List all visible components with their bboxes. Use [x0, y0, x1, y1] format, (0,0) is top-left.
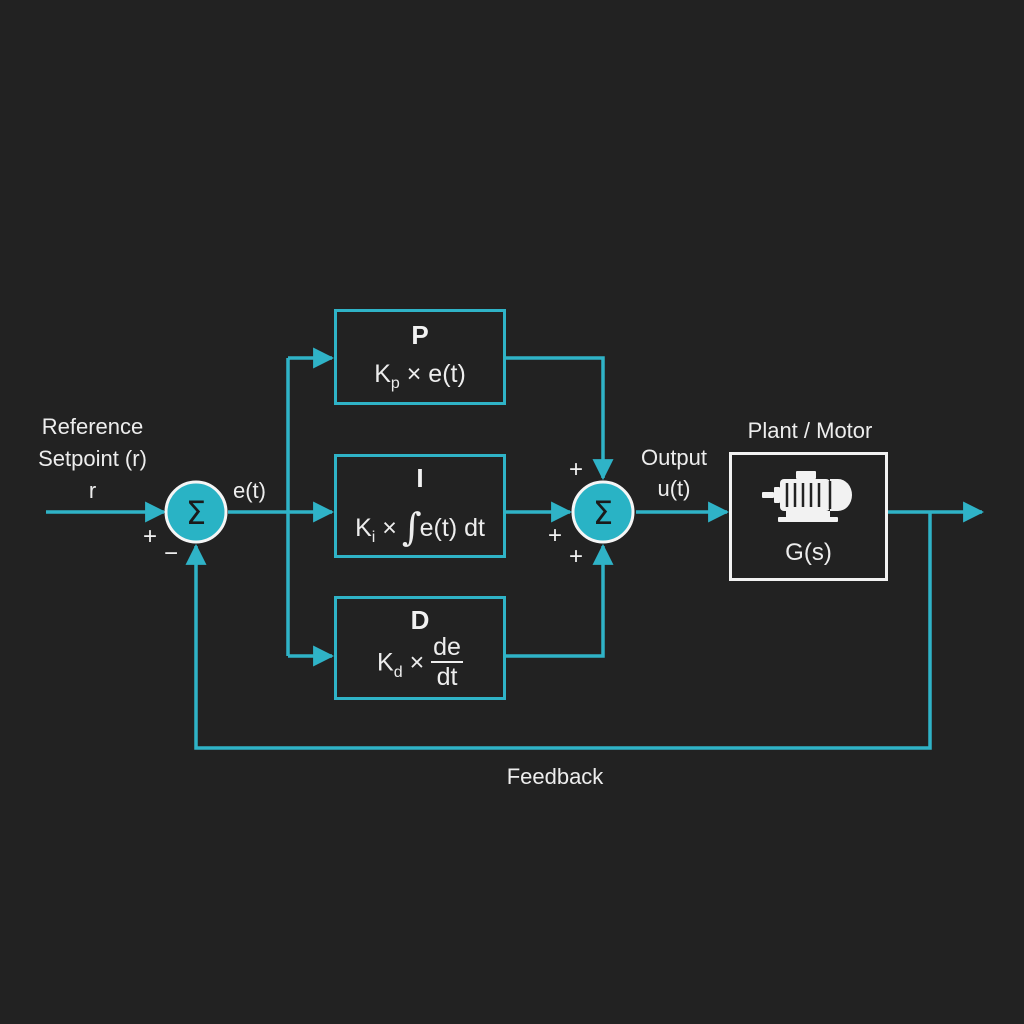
i-formula: Ki × ∫e(t) dt: [337, 501, 503, 549]
feedback-label: Feedback: [506, 764, 604, 789]
p-gain-k: K: [374, 360, 391, 388]
feedback-path-arrow: [185, 512, 932, 750]
sum2-plus-top: +: [569, 456, 584, 483]
sum2-plus-bottom: +: [569, 543, 584, 570]
i-gain-sub: i: [371, 529, 376, 546]
d-gain-sub: d: [393, 663, 403, 681]
p-title: P: [411, 320, 429, 350]
plant-label: Plant / Motor: [747, 418, 873, 443]
reference-symbol: r: [88, 478, 97, 503]
reference-label: Reference: [41, 414, 144, 439]
i-gain-k: K: [355, 514, 372, 542]
error-summing-junction: [164, 480, 228, 544]
control-signal-label: u(t): [657, 476, 691, 501]
d-title: D: [410, 605, 430, 635]
integral-sign: ∫: [401, 505, 422, 549]
d-times: ×: [409, 648, 425, 677]
plant-block: G(s): [729, 452, 888, 581]
derivative-block: D Kd × de dt: [334, 596, 506, 700]
p-formula: Kp × e(t): [337, 360, 503, 392]
output-label: Output: [640, 445, 708, 470]
derivative-fraction: de dt: [431, 633, 463, 691]
d-output-arrow: [506, 543, 614, 658]
sum1-symbol: Σ: [186, 494, 206, 532]
p-times: ×: [406, 360, 422, 388]
d-formula: Kd × de dt: [337, 633, 503, 693]
p-expr: e(t): [428, 360, 466, 388]
integral-block: I Ki × ∫e(t) dt: [334, 454, 506, 558]
sum1-plus-sign: +: [143, 523, 158, 550]
i-times: ×: [382, 514, 397, 542]
motor-icon: [762, 471, 852, 522]
sum2-plus-left: +: [548, 522, 563, 549]
p-gain-sub: p: [390, 375, 400, 392]
plant-transfer-function: G(s): [785, 539, 832, 566]
error-signal-label: e(t): [233, 478, 266, 503]
sum1-minus-sign: −: [164, 540, 179, 567]
controller-summing-junction: [571, 480, 635, 544]
setpoint-label: Setpoint (r): [38, 446, 147, 471]
d-numerator: de: [431, 633, 463, 663]
proportional-block: P Kp × e(t): [334, 309, 506, 405]
d-denominator: dt: [436, 663, 458, 691]
p-output-arrow: [506, 356, 614, 481]
i-title: I: [416, 463, 424, 493]
i-expr: e(t) dt: [419, 514, 485, 542]
d-gain-k: K: [377, 648, 394, 677]
sum2-symbol: Σ: [593, 494, 613, 532]
